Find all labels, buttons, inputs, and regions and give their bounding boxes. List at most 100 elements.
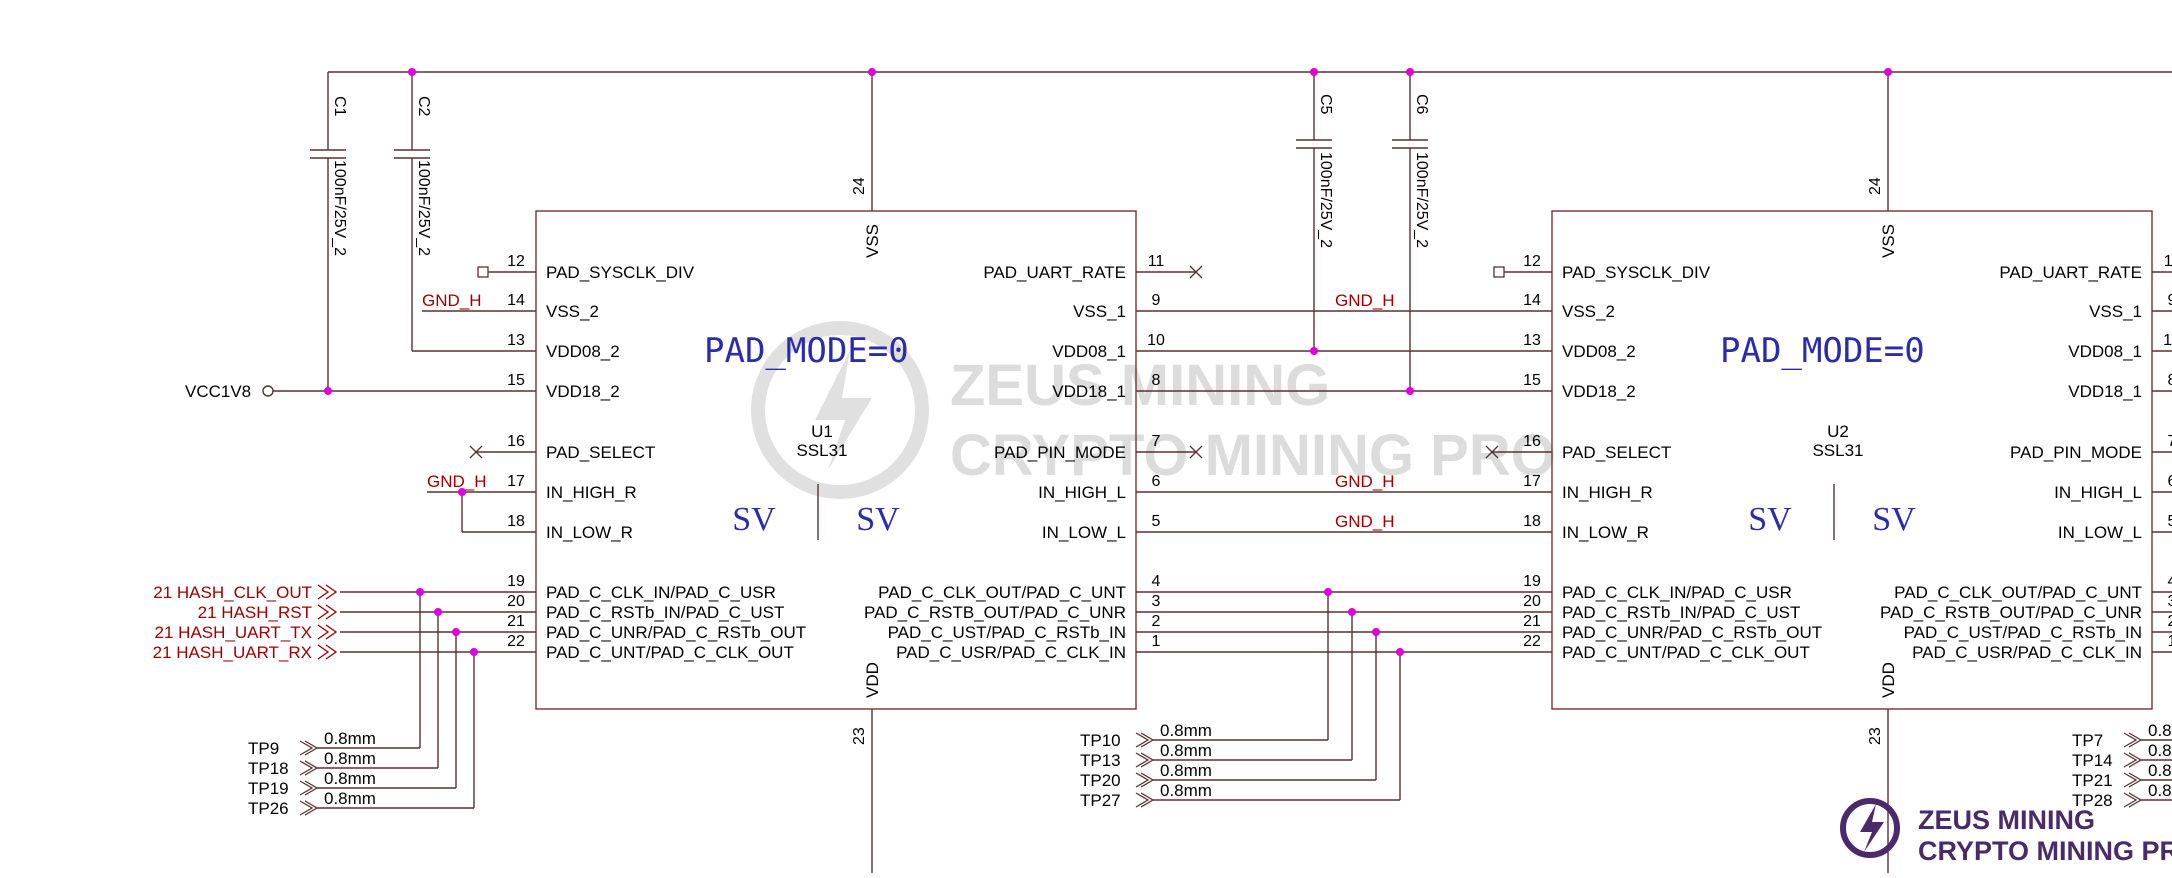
junction-dot bbox=[868, 68, 876, 76]
pin-left-name: PAD_C_RSTb_IN/PAD_C_UST bbox=[546, 603, 784, 622]
pin-right-name: PAD_PIN_MODE bbox=[2010, 443, 2142, 462]
pin-right-name: PAD_C_USR/PAD_C_CLK_IN bbox=[1912, 643, 2142, 662]
pin-right-num: 6 bbox=[2168, 473, 2172, 490]
chip-u1: 24VSS23VDD12PAD_SYSCLK_DIV14VSS_213VDD08… bbox=[469, 72, 1203, 873]
junction-dot bbox=[1396, 648, 1404, 656]
pin-right-num: 7 bbox=[2168, 433, 2172, 450]
pin-right-name: PAD_C_USR/PAD_C_CLK_IN bbox=[896, 643, 1126, 662]
testpoint-arrow-icon bbox=[2123, 732, 2143, 748]
logo-line2: CRYPTO MINING PRO bbox=[1918, 836, 2172, 866]
junction-dot bbox=[434, 608, 442, 616]
pin-left-name: IN_HIGH_R bbox=[1562, 483, 1653, 502]
pin-left-num: 12 bbox=[1523, 253, 1541, 270]
pin-left-name: VSS_2 bbox=[546, 302, 599, 321]
chip-sv-right: SV bbox=[856, 501, 900, 538]
pin-left-num: 14 bbox=[1523, 292, 1541, 309]
junction-dot bbox=[458, 488, 466, 496]
pin-left-num: 13 bbox=[1523, 332, 1541, 349]
testpoint-arrow-icon bbox=[1135, 752, 1155, 768]
pin-right-name: PAD_C_RSTB_OUT/PAD_C_UNR bbox=[1880, 603, 2142, 622]
pin-right-name: PAD_C_RSTB_OUT/PAD_C_UNR bbox=[864, 603, 1126, 622]
pin-right-name: PAD_C_CLK_OUT/PAD_C_UNT bbox=[878, 583, 1126, 602]
pin-right-num: 7 bbox=[1152, 433, 1161, 450]
testpoint-label: TP20 bbox=[1080, 771, 1121, 790]
watermark: ZEUS MINING CRYPTO MINING PRO bbox=[751, 321, 1556, 499]
testpoint-arrow-icon bbox=[1135, 772, 1155, 788]
hash-port-label: 21 HASH_CLK_OUT bbox=[153, 583, 312, 602]
hash-port-label: 21 HASH_UART_RX bbox=[153, 643, 312, 662]
chip-sv-left: SV bbox=[732, 501, 776, 538]
testpoint-label: TP13 bbox=[1080, 751, 1121, 770]
logo-line1: ZEUS MINING bbox=[1918, 805, 2095, 835]
testpoint-size: 0.8mm bbox=[1160, 761, 1212, 780]
chip-layer: 24VSS23VDD12PAD_SYSCLK_DIV14VSS_213VDD08… bbox=[469, 72, 2172, 873]
pin-right-name: IN_LOW_L bbox=[1042, 523, 1126, 542]
junction-dot bbox=[324, 387, 332, 395]
pin-left-num: 14 bbox=[507, 292, 525, 309]
testpoint-size: 0.8 bbox=[2148, 741, 2172, 760]
pin-right-name: PAD_UART_RATE bbox=[983, 263, 1126, 282]
pin-right-name: VSS_1 bbox=[2089, 302, 2142, 321]
testpoint-arrow-icon bbox=[2123, 772, 2143, 788]
testpoint-size: 0.8 bbox=[2148, 761, 2172, 780]
chip-body bbox=[1551, 210, 2153, 710]
testpoint-arrow-icon bbox=[299, 740, 319, 756]
testpoint-label: TP9 bbox=[248, 739, 279, 758]
pin-right-name: IN_HIGH_L bbox=[1038, 483, 1126, 502]
pin-left-num: 15 bbox=[1523, 372, 1541, 389]
junction-dot bbox=[452, 628, 460, 636]
pin-right-num: 6 bbox=[1152, 473, 1161, 490]
pin-left-name: PAD_C_CLK_IN/PAD_C_USR bbox=[1562, 583, 1792, 602]
testpoint-size: 0.8 bbox=[2148, 721, 2172, 740]
pin-right-num: 1 bbox=[1152, 633, 1161, 650]
u1-gnd-h-label-14: GND_H bbox=[422, 291, 482, 310]
chip-ref: U1 bbox=[811, 422, 833, 441]
pin-right-name: VDD08_1 bbox=[1052, 342, 1126, 361]
junction-dot bbox=[1348, 608, 1356, 616]
pin-left-name: VDD08_2 bbox=[1562, 342, 1636, 361]
pin-left-name: PAD_C_UNT/PAD_C_CLK_OUT bbox=[546, 643, 794, 662]
c5-ref: C5 bbox=[1317, 94, 1334, 115]
pin-left-name: IN_LOW_R bbox=[546, 523, 633, 542]
pin-right-name: IN_HIGH_L bbox=[2054, 483, 2142, 502]
watermark-line1: ZEUS MINING bbox=[950, 353, 1330, 418]
pin-right-num: 3 bbox=[2168, 593, 2172, 610]
testpoint-arrow-icon bbox=[299, 760, 319, 776]
pin-left-num: 19 bbox=[507, 573, 525, 590]
pin-left-name: VDD18_2 bbox=[1562, 382, 1636, 401]
testpoint-label: TP27 bbox=[1080, 791, 1121, 810]
port-arrow-icon bbox=[317, 604, 338, 620]
pin-right-name: PAD_UART_RATE bbox=[1999, 263, 2142, 282]
pin-top-num: 24 bbox=[1867, 177, 1884, 195]
testpoint-size: 0.8mm bbox=[324, 769, 376, 788]
pin-left-num: 17 bbox=[1523, 473, 1541, 490]
junction-dot bbox=[1324, 588, 1332, 596]
c1-ref: C1 bbox=[331, 96, 348, 117]
chip-mode-label: PAD_MODE=0 bbox=[704, 331, 909, 371]
c5-value: 100nF/25V_2 bbox=[1317, 152, 1334, 248]
u2-gnd-h-label-18: GND_H bbox=[1335, 512, 1395, 531]
testpoint-arrow-icon bbox=[299, 780, 319, 796]
testpoints: TP90.8mmTP180.8mmTP190.8mmTP260.8mmTP100… bbox=[248, 592, 2172, 818]
pin-left-num: 21 bbox=[507, 613, 525, 630]
signal-bus bbox=[1136, 591, 1552, 653]
pin-left-num: 16 bbox=[507, 433, 525, 450]
testpoint-size: 0.8mm bbox=[324, 789, 376, 808]
pin-left-name: PAD_C_CLK_IN/PAD_C_USR bbox=[546, 583, 776, 602]
u1-u2-interconnect: GND_H GND_H GND_H bbox=[1136, 291, 1552, 533]
junction-dot bbox=[1372, 628, 1380, 636]
logo-ring-icon bbox=[1840, 798, 1900, 858]
pin-bottom-num: 23 bbox=[1867, 727, 1884, 745]
port-arrow-icon bbox=[317, 644, 338, 660]
pin-right-name: VDD18_1 bbox=[1052, 382, 1126, 401]
watermark-line2: CRYPTO MINING PRO bbox=[950, 423, 1556, 488]
pin-left-name: IN_LOW_R bbox=[1562, 523, 1649, 542]
testpoint-arrow-icon bbox=[2123, 752, 2143, 768]
pin-right-num: 9 bbox=[2168, 292, 2172, 309]
pin-right-num: 11 bbox=[1148, 253, 1165, 270]
testpoint-size: 0.8mm bbox=[1160, 741, 1212, 760]
testpoint-label: TP19 bbox=[248, 779, 289, 798]
